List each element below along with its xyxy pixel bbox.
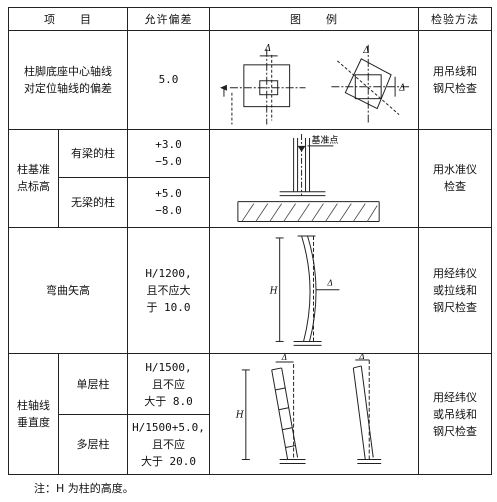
- verticality-label: 柱轴线 垂直度: [8, 353, 59, 475]
- without-beam-label: 无梁的柱: [58, 176, 128, 229]
- axis-offset-figure: Δ Δ Δ: [209, 30, 419, 130]
- delta-symbol-top: Δ: [362, 46, 369, 56]
- elevation-label: 柱基准 点标高: [8, 128, 59, 229]
- row-axis-offset: 柱脚底座中心轴线 对定位轴线的偏差 5.0: [8, 30, 492, 130]
- verticality-method: 用经纬仪 或吊线和 钢尺检查: [418, 353, 492, 475]
- table-note: 注：H 为柱的高度。: [34, 482, 134, 495]
- single-storey-label: 单层柱: [58, 353, 128, 415]
- bending-label: 弯曲矢高: [8, 227, 128, 355]
- row-verticality-single: 柱轴线 垂直度 单层柱 H/1500, 且不应 大于 8.0: [8, 353, 492, 475]
- base-offset-diagram: Δ Δ Δ: [219, 44, 410, 125]
- column-installation-tolerance-table: 项 目 允许偏差 图 例 检验方法 柱脚底座中心轴线 对定位轴线的偏差 5.0: [8, 7, 492, 475]
- bending-tolerance: H/1200, 且不应大 于 10.0: [127, 227, 210, 355]
- verticality-diagram: H Δ Δ: [235, 354, 382, 465]
- delta-symbol-single: Δ: [358, 354, 365, 361]
- bending-figure: H Δ: [209, 227, 419, 355]
- header-row: 项 目 允许偏差 图 例 检验方法: [8, 7, 492, 31]
- delta-symbol-right: Δ: [398, 84, 405, 94]
- height-symbol-bending: H: [269, 287, 278, 297]
- axis-offset-label: 柱脚底座中心轴线 对定位轴线的偏差: [8, 30, 128, 130]
- without-beam-tolerance: +5.0 −8.0: [127, 176, 210, 229]
- bending-diagram: H Δ: [269, 235, 340, 346]
- datum-point-label: 基准点: [312, 133, 339, 145]
- verticality-figure: H Δ Δ: [209, 353, 419, 475]
- delta-symbol-multi: Δ: [281, 354, 288, 362]
- bending-method: 用经纬仪 或拉线和 钢尺检查: [418, 227, 492, 355]
- row-bending: 弯曲矢高 H/1200, 且不应大 于 10.0: [8, 227, 492, 355]
- delta-symbol-left: Δ: [264, 44, 271, 54]
- header-method: 检验方法: [418, 7, 492, 31]
- elevation-diagram: 基准点: [237, 133, 380, 222]
- delta-symbol-bending: Δ: [326, 279, 333, 288]
- elevation-figure: 基准点: [209, 128, 419, 229]
- datum-marker-icon: [297, 145, 306, 152]
- axis-offset-tolerance: 5.0: [127, 30, 210, 130]
- row-elevation-with-beam: 柱基准 点标高 有梁的柱 +3.0 −5.0: [8, 128, 492, 229]
- elevation-method: 用水准仪 检查: [418, 128, 492, 229]
- header-figure: 图 例: [209, 7, 419, 31]
- row-verticality-multi: 多层柱 H/1500+5.0, 且不应 大于 20.0: [9, 413, 492, 475]
- header-tolerance: 允许偏差: [127, 7, 210, 31]
- arrow-left-icon: [219, 84, 227, 91]
- single-storey-tolerance: H/1500, 且不应 大于 8.0: [127, 353, 210, 415]
- multi-storey-tolerance: H/1500+5.0, 且不应 大于 20.0: [127, 413, 210, 475]
- multi-storey-label: 多层柱: [58, 413, 128, 475]
- with-beam-label: 有梁的柱: [58, 128, 128, 178]
- row-elevation-without-beam: 无梁的柱 +5.0 −8.0: [9, 176, 492, 229]
- axis-offset-method: 用吊线和 钢尺检查: [418, 30, 492, 130]
- header-item: 项 目: [8, 7, 128, 31]
- with-beam-tolerance: +3.0 −5.0: [127, 128, 210, 178]
- height-symbol-vertical: H: [235, 411, 244, 421]
